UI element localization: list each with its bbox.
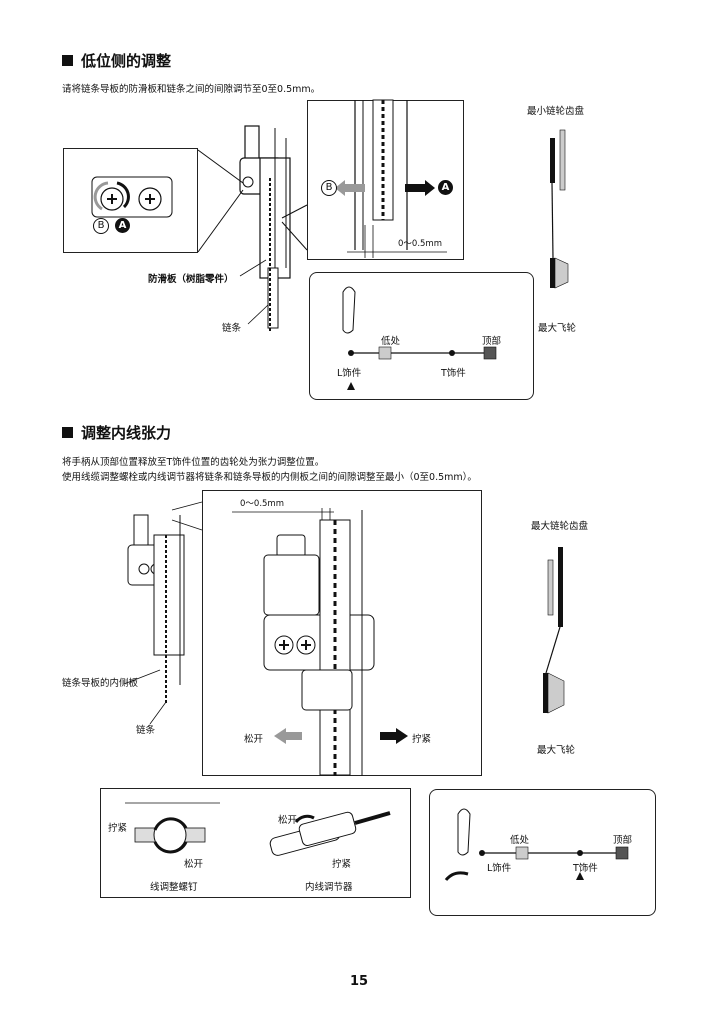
inner-plate-zoom-drawing (232, 508, 408, 776)
square-bullet-icon (62, 427, 73, 438)
section2-heading: 调整内线张力 (62, 422, 171, 443)
section2-instruction-2: 使用线缆调整螺栓或内线调节器将链条和链条导板的内侧板之间的间隙调整至最小（0至0… (62, 472, 477, 483)
bolt-tighten-label: 拧紧 (108, 823, 128, 834)
front-derailleur-illustration-2 (127, 514, 185, 705)
smallest-chainring-label: 最小链轮齿盘 (527, 106, 585, 117)
chainline-diagram-2 (543, 547, 565, 714)
l-trim-label-2: L饰件 (487, 863, 512, 874)
shifter-diagram-2 (444, 808, 629, 881)
top-position-label: 顶部 (482, 336, 502, 347)
section1-heading: 低位侧的调整 (62, 50, 171, 71)
largest-sprocket-label: 最大飞轮 (538, 323, 577, 334)
low-position-label-2: 低处 (510, 835, 530, 846)
largest-chainring-label: 最大链轮齿盘 (531, 521, 589, 532)
shifter-position-box-1 (309, 272, 534, 400)
low-position-label: 低处 (381, 336, 401, 347)
bolt-caption: 线调整螺钉 (150, 882, 198, 893)
shifter-diagram-1 (342, 286, 497, 390)
chain-label-2: 链条 (136, 725, 156, 736)
bolt-loosen-label: 松开 (184, 859, 204, 870)
adjuster-loosen-label: 松开 (278, 815, 298, 826)
page-number: 15 (350, 974, 369, 989)
t-trim-label-2: T饰件 (573, 863, 598, 874)
marker-a-icon: A (115, 218, 130, 233)
top-position-label-2: 顶部 (613, 835, 633, 846)
inner-plate-label: 链条导板的内侧板 (62, 678, 139, 689)
square-bullet-icon (62, 55, 73, 66)
marker-b-icon: B (93, 218, 109, 234)
gap-zoom-drawing (335, 99, 447, 258)
adjusters-box (100, 788, 411, 898)
leader-lines-1 (239, 259, 269, 325)
tighten-label: 拧紧 (412, 734, 432, 745)
guard-label: 防滑板（树脂零件） (148, 274, 234, 285)
chainline-diagram-1 (550, 129, 569, 289)
section2-instruction-1: 将手柄从顶部位置释放至T饰件位置的齿轮处为张力调整位置。 (62, 457, 325, 468)
adjuster-tighten-label: 拧紧 (332, 859, 352, 870)
adjuster-caption: 内线调节器 (305, 882, 353, 893)
section1-instruction: 请将链条导板的防滑板和链条之间的间隙调节至0至0.5mm。 (62, 84, 321, 95)
l-trim-label: L饰件 (337, 368, 362, 379)
adjust-screws-drawing (91, 176, 173, 218)
zoom-connector-lines-1 (197, 149, 308, 253)
gap-label-2: 0～0.5mm (240, 499, 284, 509)
marker-a-icon: A (438, 180, 453, 195)
loosen-label: 松开 (244, 734, 264, 745)
adjusters-drawing (125, 802, 391, 856)
marker-b-icon: B (321, 180, 337, 196)
t-trim-label: T饰件 (441, 368, 466, 379)
chain-label: 链条 (222, 323, 242, 334)
front-derailleur-illustration-1 (239, 125, 291, 333)
largest-sprocket-label-2: 最大飞轮 (537, 745, 576, 756)
zoom-connector-lines-2 (123, 501, 203, 725)
gap-label: 0～0.5mm (398, 239, 442, 249)
